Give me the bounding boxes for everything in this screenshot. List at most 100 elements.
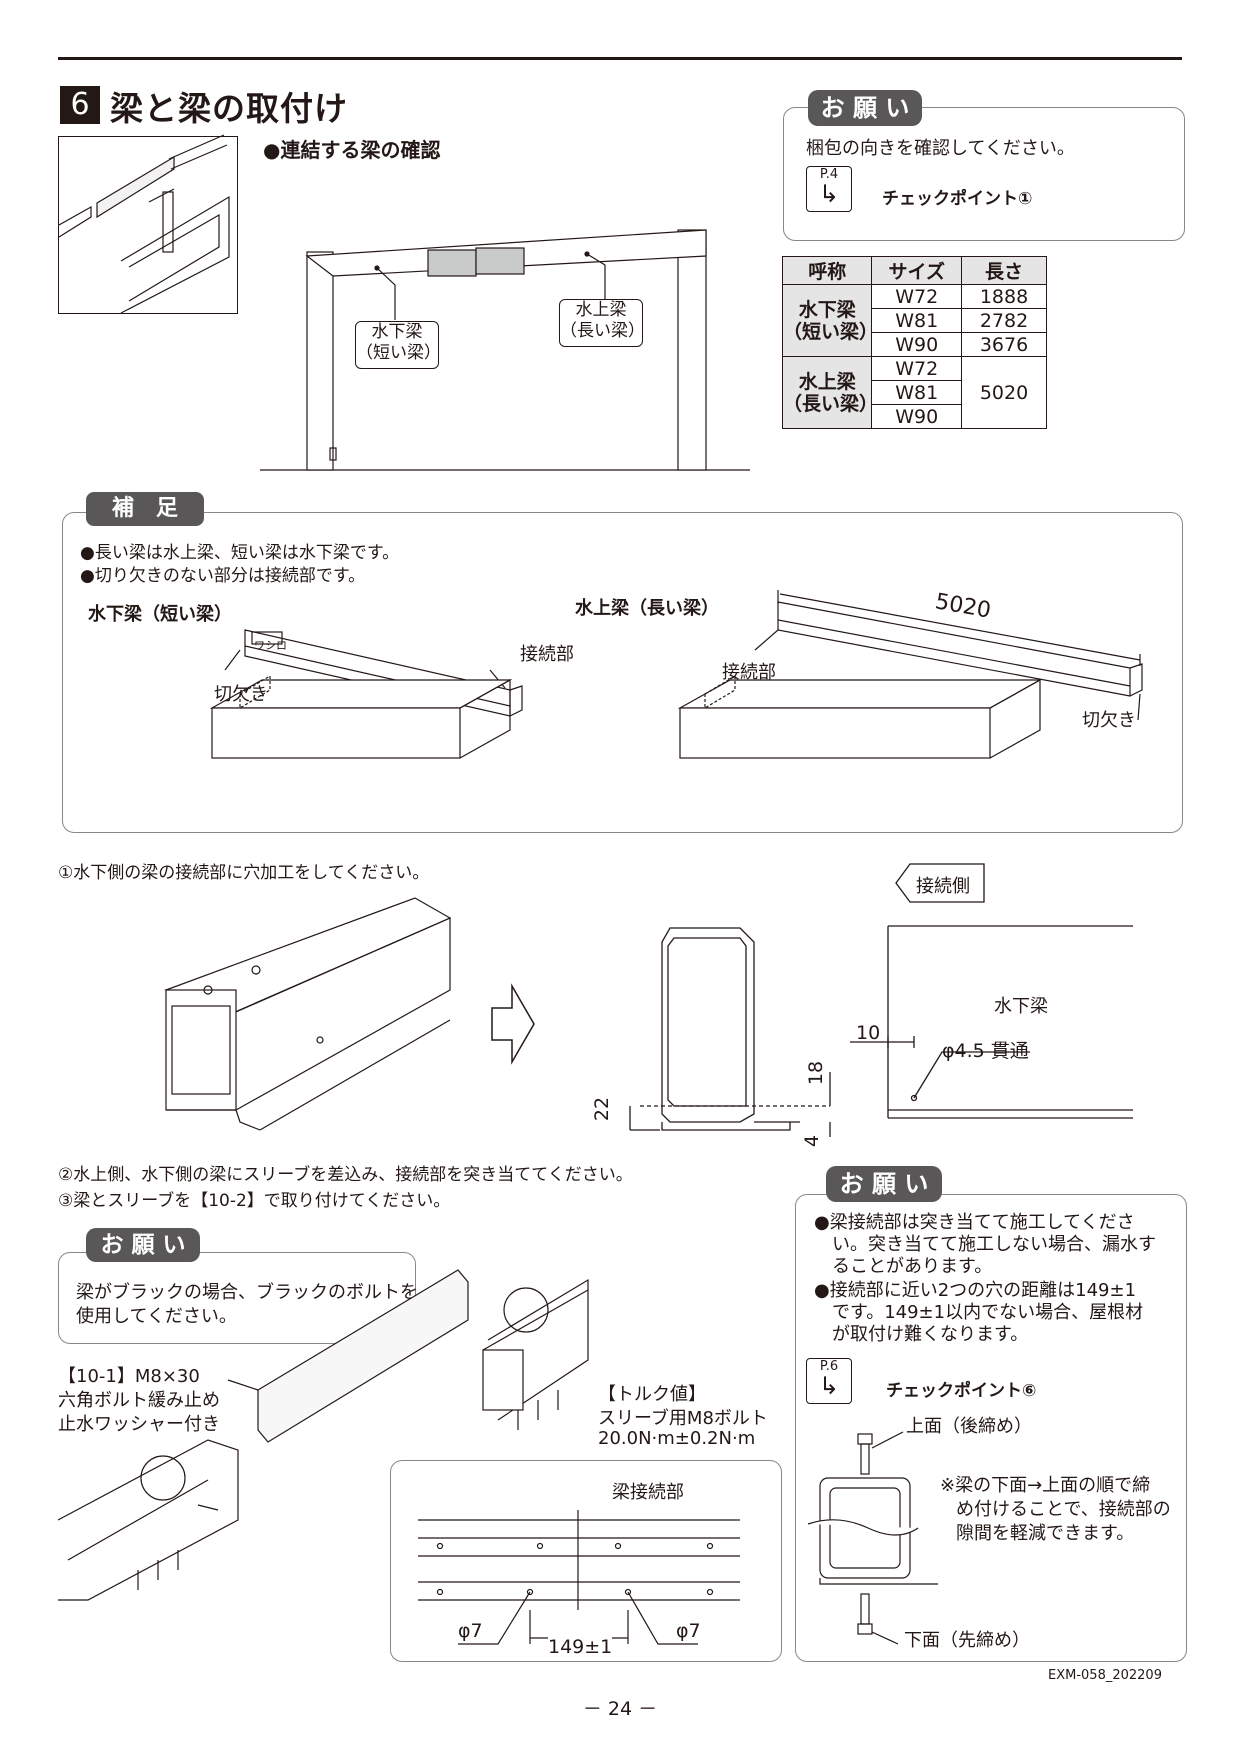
table-cell: 2782 — [961, 308, 1047, 333]
table-cell: W81 — [871, 380, 963, 405]
bullet-2-line-3: が取付け難くなります。 — [832, 1324, 1029, 1345]
label-upper-beam: 水上梁 （長い梁） — [559, 299, 645, 347]
frame-diagram — [260, 229, 750, 471]
sleeve-assembly-drawing — [57, 1269, 589, 1601]
detail-box — [390, 1460, 782, 1662]
table-cell: W90 — [871, 404, 963, 429]
detail-pitch: 149±1 — [548, 1636, 613, 1658]
torque-line-3: 20.0N·m±0.2N·m — [598, 1428, 756, 1449]
request-pill-right: お 願 い — [826, 1166, 942, 1202]
label-upper-name: 水上梁 — [575, 300, 627, 320]
label-lower-sub: （短い梁） — [356, 343, 441, 363]
beam-cross-section — [629, 927, 831, 1137]
dim-18: 18 — [805, 1060, 828, 1086]
torque-line-1: 【トルク値】 — [598, 1384, 706, 1405]
detail-joint-label: 梁接続部 — [612, 1482, 684, 1503]
detail-phi-left: φ7 — [458, 1620, 483, 1642]
beam-spec-table: 呼称 サイズ 長さ 水下梁（短い梁） W72 1888 W81 2782 W90… — [781, 256, 1047, 429]
beam-tag: ワシロ — [254, 639, 287, 652]
label-lower-name: 水下梁 — [371, 322, 423, 342]
dim-4: 4 — [801, 1134, 824, 1148]
table-cell-length: 5020 — [961, 356, 1047, 429]
tightening-order-drawing — [807, 1431, 938, 1645]
dim-10: 10 — [856, 1022, 881, 1044]
supplement-right-joint: 接続部 — [722, 662, 776, 683]
beam-side-view — [850, 925, 1133, 1119]
note-line-2: め付けることで、接続部の — [956, 1499, 1171, 1520]
bullet-1-line-1: ●梁接続部は突き当てて施工してくださ — [814, 1212, 1135, 1233]
note-line-3: 隙間を軽減できます。 — [956, 1523, 1135, 1544]
request-pill-top: お 願 い — [808, 90, 922, 126]
bullet-1-line-3: ることがあります。 — [832, 1256, 993, 1277]
section-number: 6 — [60, 86, 100, 124]
table-cell: 1888 — [961, 284, 1047, 309]
document-code: EXM-058_202209 — [1048, 1668, 1162, 1683]
side-label: 接続側 — [916, 876, 970, 897]
table-header-name: 呼称 — [781, 256, 873, 285]
bullet-2-line-2: です。149±1以内でない場合、屋根材 — [832, 1302, 1144, 1323]
label-lower-beam: 水下梁 （短い梁） — [355, 321, 441, 369]
dim-22: 22 — [591, 1096, 614, 1122]
request-black-line-2: 使用してください。 — [76, 1306, 237, 1327]
table-cell: W72 — [871, 356, 963, 381]
request-right-bullet-2: ●接続部に近い2つの穴の距離は149±1 です。149±1以内でない場合、屋根材… — [814, 1280, 1143, 1346]
request-right-bullet-1: ●梁接続部は突き当てて施工してくださ い。突き当てて施工しない場合、漏水す るこ… — [814, 1212, 1156, 1278]
bolt-spec-line-3: 止水ワッシャー付き — [58, 1414, 220, 1435]
table-cell: W72 — [871, 284, 963, 309]
tightening-note: ※梁の下面→上面の順で締 め付けることで、接続部の 隙間を軽減できます。 — [940, 1474, 1171, 1546]
thumbnail-illustration — [58, 134, 238, 314]
supplement-box — [62, 512, 1183, 833]
page-ref-p6: P.6 ↳ — [806, 1358, 852, 1404]
section-title: 梁と梁の取付け — [110, 89, 348, 128]
page-ref-p4: P.4 ↳ — [806, 166, 852, 212]
page-ref-number: P.4 — [819, 167, 839, 182]
table-cell: 3676 — [961, 332, 1047, 357]
table-header-size: サイズ — [871, 256, 963, 285]
bullet-2-line-1: ●接続部に近い2つの穴の距離は149±1 — [814, 1280, 1137, 1301]
side-label-arrow — [895, 863, 985, 903]
table-cell: W90 — [871, 332, 963, 357]
request-top-text: 梱包の向きを確認してください。 — [806, 138, 1075, 159]
request-box-top — [783, 107, 1185, 241]
supplement-line-2: ●切り欠きのない部分は接続部です。 — [80, 566, 366, 586]
supplement-right-notch: 切欠き — [1082, 710, 1136, 731]
supplement-right-title: 水上梁（長い梁） — [575, 598, 719, 619]
page-number: － 24 － — [582, 1698, 658, 1720]
pointer-arrow-icon: ↳ — [818, 1372, 840, 1400]
top-face-label: 上面（後締め） — [906, 1416, 1032, 1437]
supplement-left-notch: 切欠き — [214, 684, 268, 705]
bolt-spec-line-2: 六角ボルト緩み止め — [58, 1390, 220, 1411]
step2-text: ②水上側、水下側の梁にスリーブを差込み、接続部を突き当ててください。 — [58, 1165, 633, 1185]
request-black-line-1: 梁がブラックの場合、ブラックのボルトを — [76, 1282, 418, 1303]
torque-line-2: スリーブ用M8ボルト — [598, 1408, 768, 1429]
step1-text: ①水下側の梁の接続部に穴加工をしてください。 — [58, 863, 430, 883]
table-group-upper: 水上梁（長い梁） — [781, 356, 878, 429]
table-header-length: 長さ — [961, 256, 1047, 285]
beam-side-label: 水下梁 — [994, 996, 1048, 1017]
top-rule — [58, 57, 1182, 60]
label-upper-sub: （長い梁） — [560, 321, 645, 341]
arrow-right-icon — [491, 983, 535, 1065]
pointer-arrow-icon: ↳ — [818, 180, 840, 208]
check-heading: ●連結する梁の確認 — [263, 138, 441, 162]
table-group-lower: 水下梁（短い梁） — [781, 284, 878, 357]
bottom-face-label: 下面（先締め） — [904, 1630, 1030, 1651]
check-point-6-label: チェックポイント⑥ — [886, 1381, 1037, 1401]
supplement-pill: 補 足 — [86, 492, 204, 526]
hole-spec: φ4.5 貫通 — [942, 1040, 1029, 1062]
step3-text: ③梁とスリーブを【10-2】で取り付けてください。 — [58, 1191, 451, 1211]
bolt-spec-line-1: 【10-1】M8×30 — [58, 1366, 200, 1387]
request-box-right — [795, 1194, 1187, 1662]
supplement-left-title: 水下梁（短い梁） — [88, 604, 232, 625]
bullet-1-line-2: い。突き当てて施工しない場合、漏水す — [832, 1234, 1156, 1255]
page-ref-number: P.6 — [819, 1359, 839, 1374]
request-pill-black: お 願 い — [86, 1228, 200, 1262]
check-point-1-label: チェックポイント① — [882, 189, 1033, 209]
table-cell: W81 — [871, 308, 963, 333]
supplement-left-joint: 接続部 — [520, 644, 574, 665]
supplement-beams-drawing — [209, 590, 1143, 759]
note-line-1: ※梁の下面→上面の順で締 — [940, 1475, 1151, 1496]
supplement-line-1: ●長い梁は水上梁、短い梁は水下梁です。 — [80, 543, 400, 563]
step1-beam-drawing — [164, 897, 452, 1131]
detail-phi-right: φ7 — [676, 1620, 701, 1642]
